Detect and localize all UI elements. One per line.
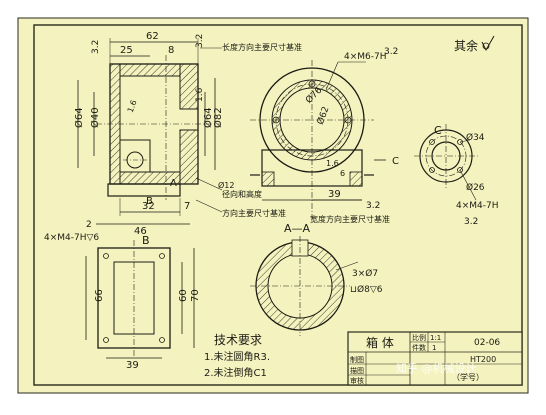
- tech-req-line1: 1.未注圆角R3.: [204, 350, 270, 363]
- viewb-height70: 70: [190, 289, 201, 302]
- dim-ra-inner: 1.6: [126, 99, 139, 114]
- side-view: [250, 60, 386, 220]
- tb-drawn-label: 制图: [350, 355, 364, 364]
- note-length-ref: 长度方向主要尺寸基准: [222, 42, 302, 52]
- side-ra2: 3.2: [366, 201, 380, 211]
- tb-review-label: 审核: [350, 376, 364, 385]
- dim-bore-b: Ø82: [212, 107, 224, 128]
- dim-base-width: 32: [142, 201, 155, 212]
- dim-bore-a: Ø64: [202, 107, 214, 128]
- dim-base-small: 2: [86, 220, 92, 230]
- tb-drawing-no: 02-06: [474, 338, 500, 348]
- tech-req-title: 技术要求: [214, 333, 262, 347]
- side-width-39: 39: [328, 189, 341, 200]
- side-dim-12: Ø12: [218, 180, 234, 190]
- dim-base-side: 7: [184, 201, 190, 212]
- front-view: [77, 38, 223, 225]
- viewc-dia34: Ø34: [466, 132, 485, 143]
- roughness-general: 其余: [454, 38, 478, 53]
- tb-qty-label: 件数: [412, 343, 426, 352]
- paper-background: [17, 17, 529, 394]
- note-width-ref: 宽度方向主要尺寸基准: [310, 214, 390, 224]
- viewc-title: C: [434, 124, 442, 137]
- tb-material: HT200: [470, 355, 496, 364]
- side-dim-1-6: 1.6: [326, 159, 339, 168]
- side-ra: 3.2: [384, 47, 398, 57]
- thread-label-front: 4×M4-7H▽6: [44, 233, 99, 243]
- side-dim-6: 6: [340, 169, 345, 178]
- view-b: [85, 240, 195, 359]
- section-hole: 3×Ø7: [352, 268, 378, 279]
- section-title: A—A: [284, 222, 311, 235]
- dim-large-dia: Ø64: [73, 107, 85, 128]
- note-height-ref: 径向和高度: [222, 189, 262, 199]
- dim-ra-top-right: 3.2: [195, 34, 205, 48]
- section-cbore: ⊔Ø8▽6: [350, 284, 383, 295]
- viewb-height60: 60: [178, 289, 189, 302]
- tb-scale-value: 1:1: [430, 334, 441, 342]
- drawing-frame: [33, 24, 523, 386]
- dim-ra-top: 3.2: [91, 40, 101, 54]
- viewc-ra: 3.2: [464, 217, 478, 227]
- tb-qty-value: 1: [432, 344, 436, 352]
- viewb-width39: 39: [126, 360, 139, 371]
- tb-scale-label: 比例: [412, 333, 426, 342]
- dim-base-total: 46: [134, 226, 147, 237]
- tb-check-label: 描图: [350, 366, 364, 375]
- section-letter-B: B: [146, 196, 153, 207]
- note-height-ref2: 方向主要尺寸基准: [222, 208, 286, 218]
- tech-req-line2: 2.未注倒角C1: [204, 366, 267, 379]
- tb-part-name: 箱 体: [366, 335, 394, 350]
- dim-chamfer: 1.6: [195, 87, 205, 102]
- section-letter-A: A: [170, 178, 177, 189]
- dim-left-width: 25: [120, 45, 133, 56]
- tb-sheet-label: （学号）: [452, 372, 484, 382]
- dim-overall-length: 62: [146, 31, 159, 42]
- viewc-dia26: Ø26: [466, 182, 485, 193]
- side-letter-C: C: [392, 156, 399, 167]
- section-a-a: [250, 236, 359, 336]
- dim-boss-width: 8: [168, 45, 174, 56]
- viewb-title: B: [142, 234, 150, 247]
- viewc-thread: 4×M4-7H: [456, 201, 499, 211]
- view-c: [414, 124, 478, 201]
- watermark: 知乎 @机械设计: [396, 361, 477, 375]
- title-block: [347, 331, 523, 386]
- side-thread: 4×M6-7H: [344, 52, 387, 62]
- viewb-height66: 66: [94, 289, 105, 302]
- dim-small-dia: Ø40: [89, 107, 101, 128]
